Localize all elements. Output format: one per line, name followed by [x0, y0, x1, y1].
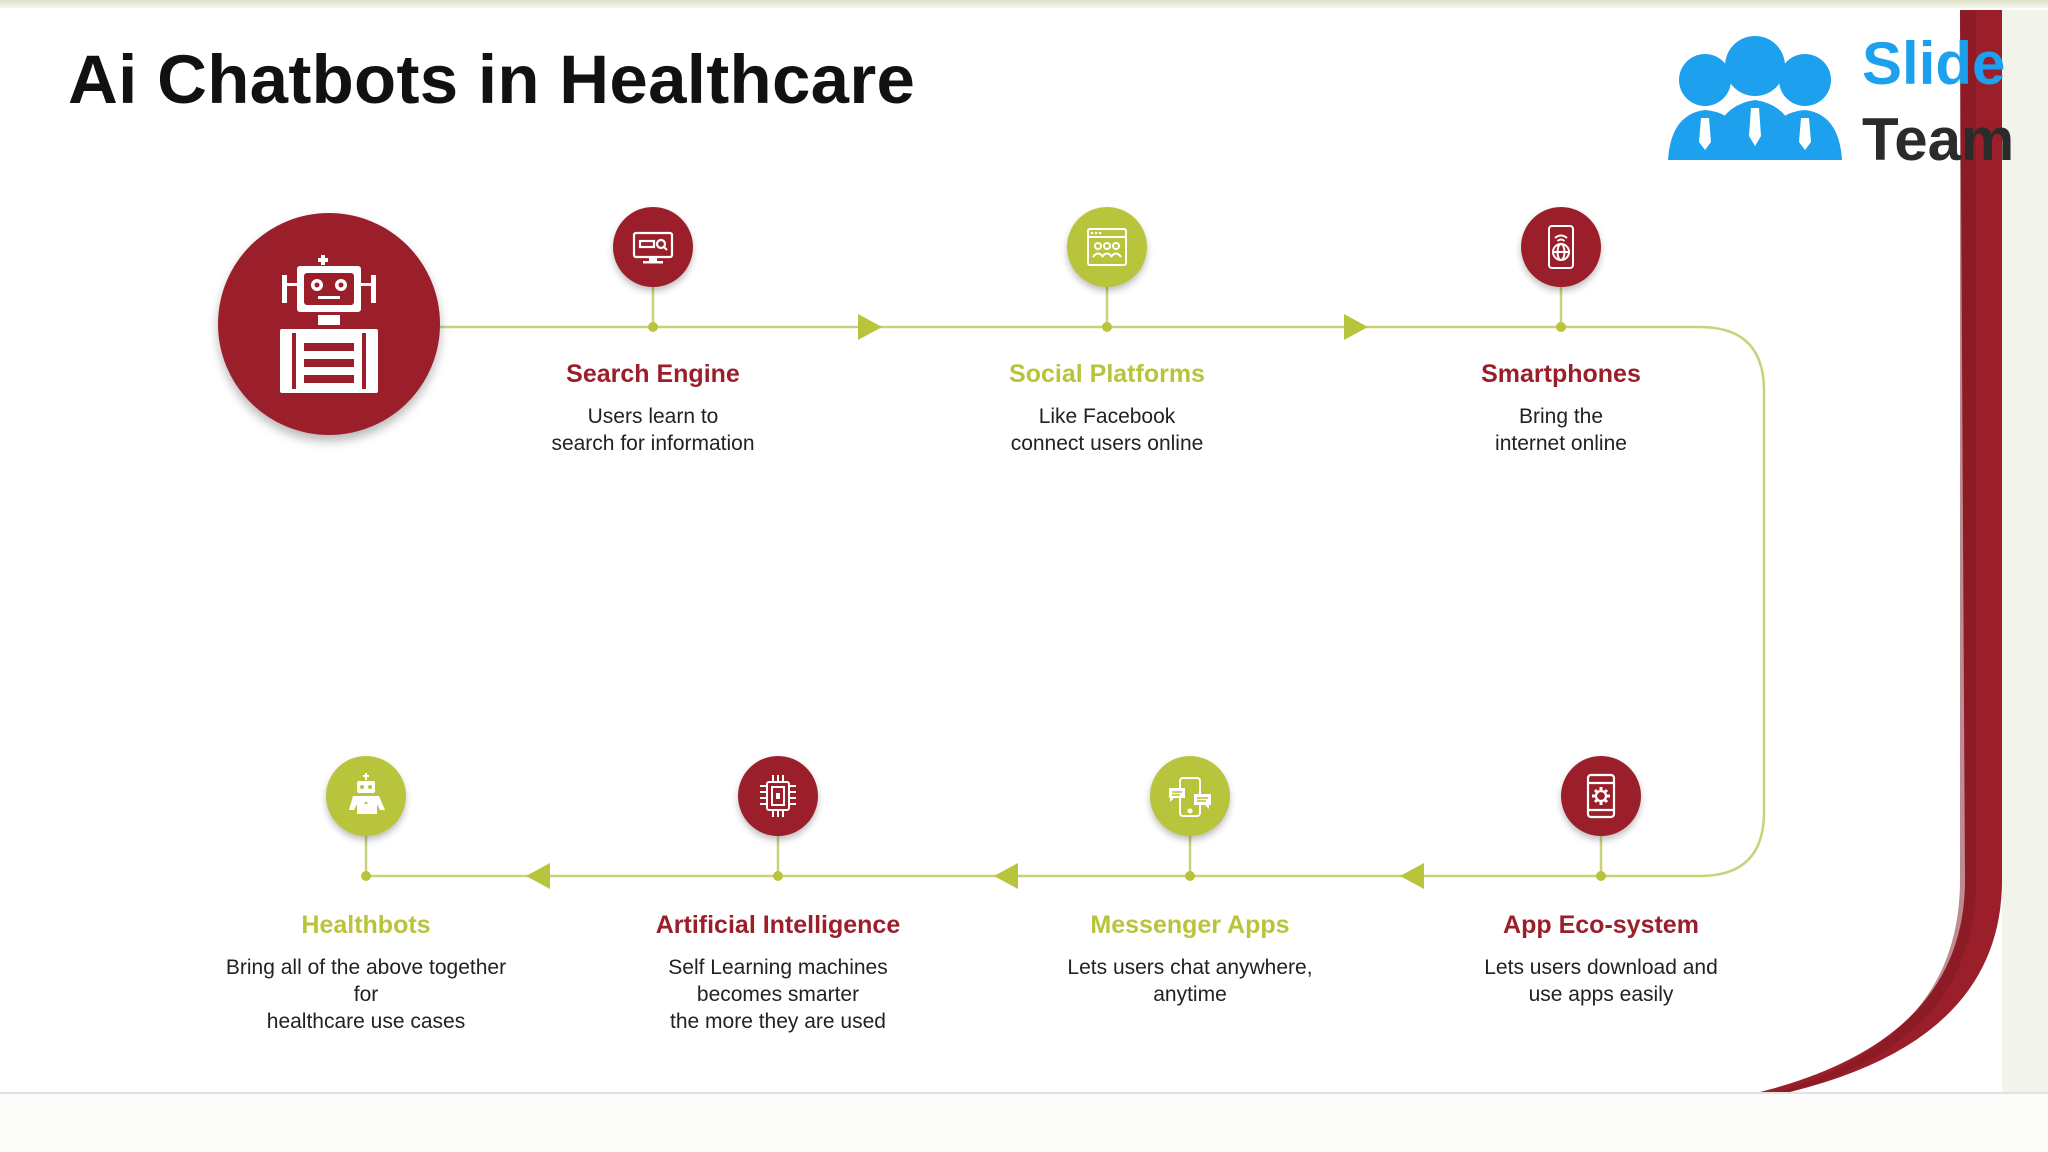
- step-node-social-platforms: [1067, 207, 1147, 287]
- step-title-smartphones: Smartphones: [1481, 360, 1641, 388]
- arrow-left-2: [994, 863, 1018, 889]
- hub-circle: [218, 213, 440, 435]
- step-node-artificial-intelligence: [738, 756, 818, 836]
- logo-text-team: Team: [1862, 106, 2015, 173]
- step-desc-line: Lets users download and: [1484, 956, 1718, 979]
- step-node-search-engine: [613, 207, 693, 287]
- step-title-social-platforms: Social Platforms: [1009, 360, 1205, 388]
- slide: Ai Chatbots in Healthcare Slide Team: [0, 0, 2048, 1092]
- social-network-icon: [1087, 228, 1127, 266]
- slide-bottom-edge: [0, 1092, 2048, 1094]
- arrow-left-3: [526, 863, 550, 889]
- phone-gear-icon: [1586, 773, 1616, 819]
- step-desc-smartphones: Bring the internet online: [1371, 403, 1751, 457]
- ai-chip-icon: [760, 775, 796, 817]
- phone-chat-icon: [1169, 777, 1211, 817]
- arrow-left-1: [1400, 863, 1424, 889]
- top-border: [0, 0, 2048, 8]
- step-desc-line: Like Facebook: [1038, 405, 1176, 428]
- step-desc-line: internet online: [1495, 432, 1627, 455]
- step-title-artificial-intelligence: Artificial Intelligence: [655, 911, 901, 939]
- step-desc-line: Self Learning machines: [668, 956, 888, 979]
- step-desc-line: Users learn to: [587, 405, 719, 428]
- step-desc-line: Bring the: [1518, 405, 1604, 428]
- slideteam-logo-people-icon: [1668, 36, 1842, 160]
- red-swoosh-decoration: [1760, 10, 2048, 1092]
- step-desc-line: search for information: [551, 432, 755, 455]
- step-title-healthbots: Healthbots: [301, 911, 431, 939]
- step-title-messenger-apps: Messenger Apps: [1090, 911, 1290, 939]
- step-desc-line: the more they are used: [670, 1010, 886, 1033]
- step-desc-messenger-apps: Lets users chat anywhere, anytime: [1000, 954, 1380, 1008]
- process-connector: [361, 287, 1766, 889]
- robot-icon: [280, 255, 378, 393]
- step-desc-line: connect users online: [1010, 432, 1204, 455]
- step-desc-line: anytime: [1153, 983, 1227, 1006]
- step-desc-search-engine: Users learn to search for information: [463, 403, 843, 457]
- page-title: Ai Chatbots in Healthcare: [68, 41, 916, 118]
- step-desc-line: becomes smarter: [696, 983, 860, 1006]
- step-title-search-engine: Search Engine: [566, 360, 740, 388]
- step-node-healthbots: [326, 756, 406, 836]
- arrow-right-2: [1344, 314, 1368, 340]
- search-monitor-icon: [632, 231, 674, 264]
- step-desc-line: use apps easily: [1528, 983, 1674, 1006]
- step-title-app-ecosystem: App Eco-system: [1503, 911, 1699, 939]
- step-desc-social-platforms: Like Facebook connect users online: [917, 403, 1297, 457]
- step-desc-healthbots: Bring all of the above together for heal…: [176, 954, 556, 1035]
- step-desc-line: for: [353, 983, 379, 1006]
- step-node-messenger-apps: [1150, 756, 1230, 836]
- step-desc-app-ecosystem: Lets users download and use apps easily: [1411, 954, 1791, 1008]
- logo-text-slide: Slide: [1862, 30, 2006, 97]
- smartphone-globe-icon: [1548, 225, 1574, 269]
- step-desc-line: Bring all of the above together: [225, 956, 507, 979]
- arrow-right-1: [858, 314, 882, 340]
- step-node-smartphones: [1521, 207, 1601, 287]
- step-node-app-ecosystem: [1561, 756, 1641, 836]
- health-robot-icon: [349, 773, 385, 814]
- connector-line: [366, 325, 1766, 878]
- step-desc-line: Lets users chat anywhere,: [1067, 956, 1313, 979]
- step-desc-artificial-intelligence: Self Learning machines becomes smarter t…: [588, 954, 968, 1035]
- step-desc-line: healthcare use cases: [266, 1010, 466, 1033]
